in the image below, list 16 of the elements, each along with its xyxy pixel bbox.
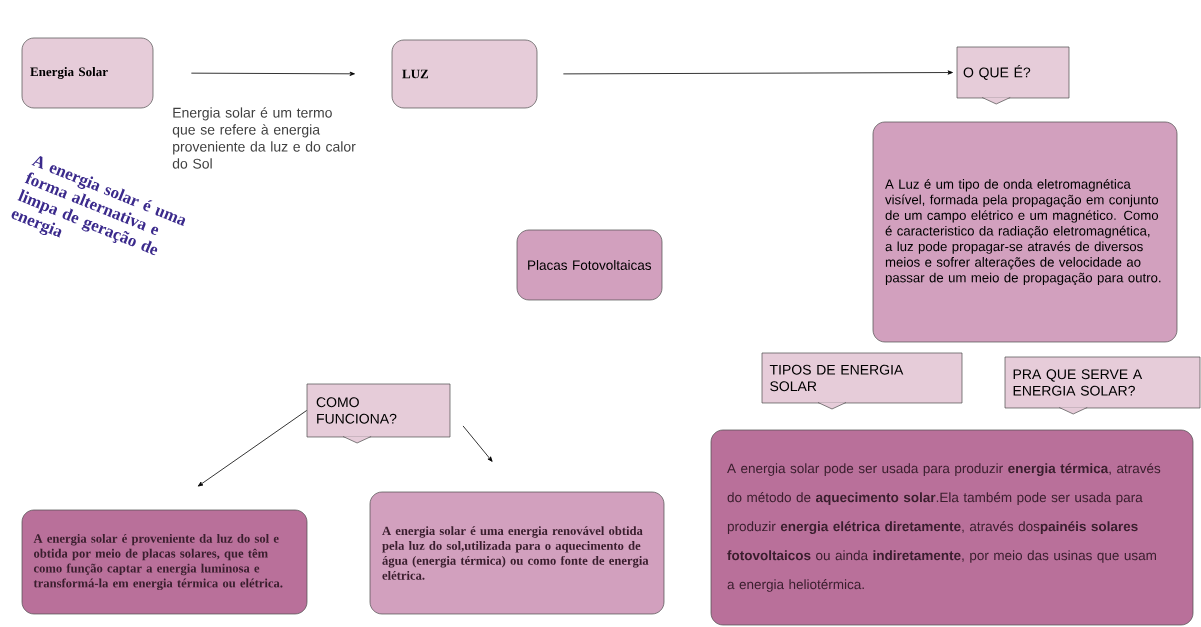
concept-box: Energia Solar	[21, 37, 154, 109]
question-callout: TIPOS DE ENERGIA SOLAR	[761, 352, 963, 410]
question-callout: PRA QUE SERVE A ENERGIA SOLAR?	[1004, 356, 1201, 415]
description-text: Energia solar é um termo que se refere à energia proveniente da luz e do calor do Sol	[172, 107, 356, 169]
concept-box: A energia solar pode ser usada para produzir energia térmica, através do método de aquecimento solar.Ela também pode ser usada para produzir energia elétrica diretamente, através dospainéis solares fotovoltaicos ou ainda indiretamente, por meio das usinas que usam a energia heliotérmica.	[710, 429, 1194, 626]
concept-box: A energia solar é uma energia renovável obtida pela luz do sol,utilizada para o aquecimento de água (energia térmica) ou como fonte de energia elétrica.	[369, 491, 665, 615]
concept-box: Placas Fotovoltaicas	[516, 229, 663, 301]
concept-box: A Luz é um tipo de onda eletromagnética visível, formada pela propagação em conjunto de um campo elétrico e um magnético. Como é caracteristico da radiação eletromagnética, a luz pode propagar-se através de diversos meios e sofrer alterações de velocidade ao passar de um meio de propagação para outro.	[872, 121, 1178, 343]
concept-box: A energia solar é proveniente da luz do sol e obtida por meio de placas solares, que têm como função captar a energia luminosa e transformá-la em energia térmica ou elétrica.	[21, 509, 308, 615]
concept-box: LUZ	[391, 39, 538, 109]
arrow	[190, 71, 355, 76]
arrow	[462, 425, 493, 462]
arrow	[562, 70, 953, 75]
arrow	[197, 410, 308, 487]
question-callout: O QUE É?	[956, 46, 1070, 105]
question-callout: COMO FUNCIONA?	[306, 383, 451, 444]
